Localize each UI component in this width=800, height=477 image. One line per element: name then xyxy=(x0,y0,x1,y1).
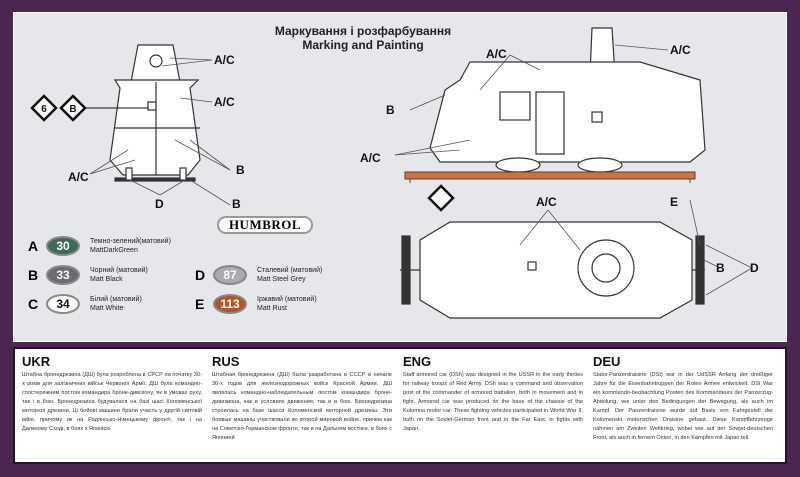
callout-ac: A/C xyxy=(670,43,691,57)
text-eng: ENG Staff armored car (DSh) was designed … xyxy=(403,354,583,434)
callout-ac: A/C xyxy=(214,95,235,109)
marking-diamonds: 6 B xyxy=(30,94,148,122)
top-view xyxy=(400,221,705,319)
callout-e: E xyxy=(670,195,678,209)
paint-name-ukr: Іржавий (матовий) xyxy=(257,296,317,303)
callout-ac: A/C xyxy=(214,53,235,67)
title-ukr: Маркування і розфарбування xyxy=(274,24,452,38)
paint-name-eng: Matt Black xyxy=(90,276,123,283)
side-view xyxy=(429,27,706,173)
callout-b: B xyxy=(236,163,245,177)
paint-key: B xyxy=(28,267,39,283)
paint-code: 87 xyxy=(213,265,247,285)
paint-key: A xyxy=(28,238,39,254)
paint-code: 34 xyxy=(46,294,80,314)
callout-d: D xyxy=(155,197,164,211)
callout-labels: A/C A/C A/C B B D A/C A/C B A/C A/C E B … xyxy=(68,43,759,275)
history-text: Штабна бронедрезина (ДШ) була розроблена… xyxy=(22,372,202,432)
paint-code: 33 xyxy=(46,265,80,285)
callout-b: B xyxy=(386,103,395,117)
history-text: Staff armored car (DSh) was designed in … xyxy=(403,372,583,432)
callout-lines xyxy=(89,44,753,296)
text-ukr: UKR Штабна бронедрезина (ДШ) була розробл… xyxy=(22,354,202,434)
lang-heading: UKR xyxy=(22,354,51,369)
rail-track xyxy=(404,171,696,180)
paint-swatch-c: C 34 Білий (матовий) Matt White xyxy=(28,294,142,314)
callout-b: B xyxy=(716,261,725,275)
callout-ac: A/C xyxy=(68,170,89,184)
history-text: Штабная бронедрезина (ДШ) была разработа… xyxy=(212,372,392,441)
paint-key: C xyxy=(28,296,39,312)
paint-key: E xyxy=(195,296,205,312)
paint-name-eng: Matt Rust xyxy=(257,305,287,312)
text-deu: DEU Stabs-Panzerdraisine (DSt) war in der… xyxy=(593,354,773,443)
callout-b: B xyxy=(232,197,241,211)
paint-swatch-b: B 33 Чорний (матовий) Matt Black xyxy=(28,265,148,285)
front-view xyxy=(109,44,201,182)
paint-code: 30 xyxy=(46,236,80,256)
paint-code: 113 xyxy=(213,294,247,314)
lang-heading: RUS xyxy=(212,354,240,369)
page-title: Маркування і розфарбування Marking and P… xyxy=(258,24,468,52)
callout-ac: A/C xyxy=(360,151,381,165)
lang-heading: ENG xyxy=(403,354,432,369)
paint-swatch-a: A 30 Темно-зелений(матовий) MattDarkGreen xyxy=(28,236,171,256)
side-diamond xyxy=(427,184,455,212)
paint-key: D xyxy=(195,267,206,283)
lang-heading: DEU xyxy=(593,354,621,369)
humbrol-logo: HUMBROL xyxy=(217,216,313,234)
paint-name-eng: Matt Steel Grey xyxy=(257,276,306,283)
paint-name-ukr: Білий (матовий) xyxy=(90,296,142,303)
text-rus: RUS Штабная бронедрезина (ДШ) была разраб… xyxy=(212,354,392,443)
history-text: Stabs-Panzerdraisine (DSt) war in der Ud… xyxy=(593,372,773,441)
paint-name-ukr: Сталевий (матовий) xyxy=(257,267,323,274)
paint-name-eng: Matt White xyxy=(90,305,124,312)
paint-swatch-d: D 87 Сталевий (матовий) Matt Steel Grey xyxy=(195,265,322,285)
paint-name-ukr: Темно-зелений(матовий) xyxy=(90,238,171,245)
paint-name-eng: MattDarkGreen xyxy=(90,247,138,254)
paint-name-ukr: Чорний (матовий) xyxy=(90,267,148,274)
title-eng: Marking and Painting xyxy=(302,38,424,52)
callout-ac: A/C xyxy=(486,47,507,61)
history-panel xyxy=(13,347,787,464)
svg-text:B: B xyxy=(69,104,76,115)
callout-ac: A/C xyxy=(536,195,557,209)
paint-swatch-e: E 113 Іржавий (матовий) Matt Rust xyxy=(195,294,317,314)
svg-text:6: 6 xyxy=(41,104,47,115)
callout-d: D xyxy=(750,261,759,275)
